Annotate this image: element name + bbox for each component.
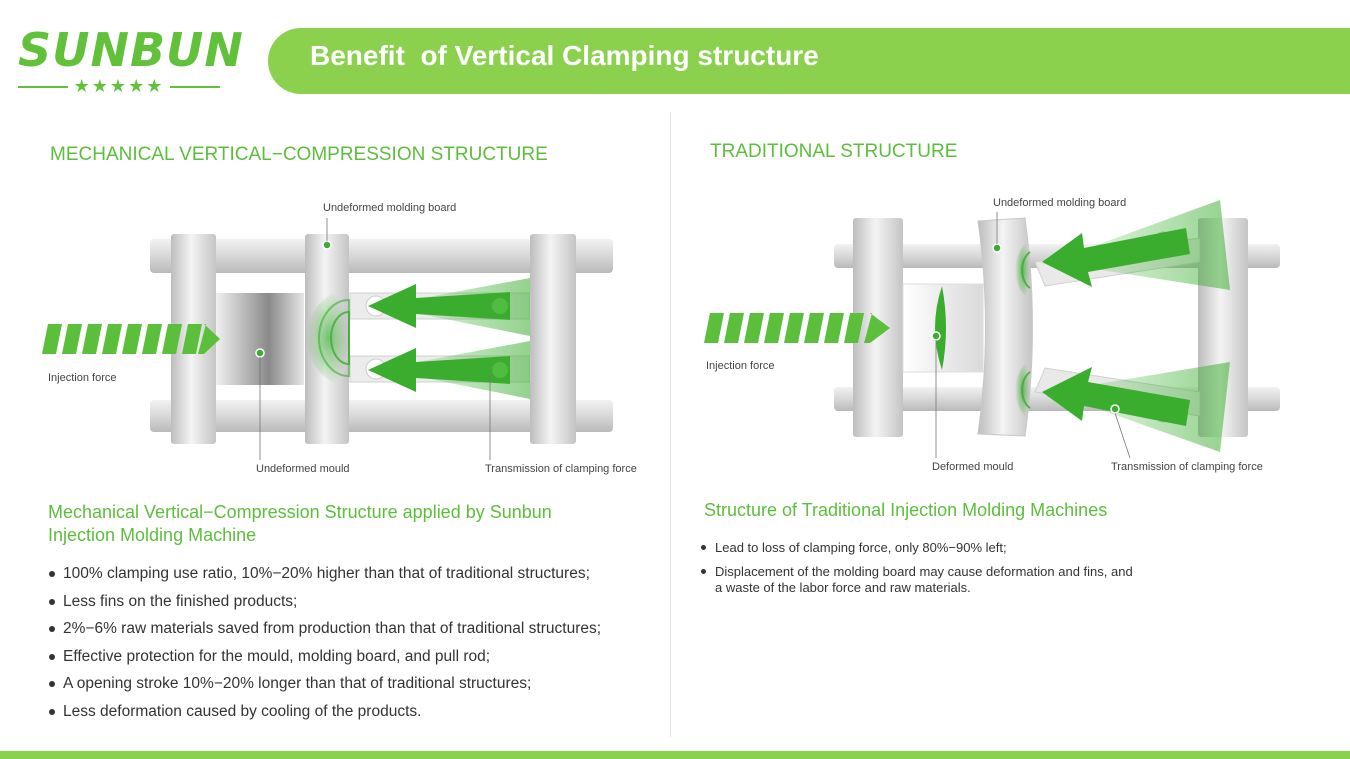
sunbun-logo-wordmark: SUNBUN bbox=[18, 23, 244, 77]
list-item: Displacement of the molding board may ca… bbox=[700, 564, 1140, 596]
page-title: Benefit of Vertical Clamping structure bbox=[310, 40, 819, 71]
list-item: Lead to loss of clamping force, only 80%… bbox=[700, 540, 1140, 556]
list-item: Effective protection for the mould, mold… bbox=[48, 643, 658, 671]
logo-rule-left bbox=[18, 86, 68, 88]
traditional-structure-diagram bbox=[704, 200, 1280, 459]
star-rating-icon: ★★★★★ bbox=[73, 76, 165, 96]
logo-stars-row: ★★★★★ bbox=[18, 74, 220, 98]
list-item: Less deformation caused by cooling of th… bbox=[48, 698, 658, 726]
left-section-heading: MECHANICAL VERTICAL−COMPRESSION STRUCTUR… bbox=[50, 144, 548, 165]
right-label-deformed-mould: Deformed mould bbox=[932, 461, 1014, 473]
right-subheading: Structure of Traditional Injection Moldi… bbox=[704, 500, 1108, 520]
right-drawback-list: Lead to loss of clamping force, only 80%… bbox=[700, 540, 1140, 604]
right-label-injection-force: Injection force bbox=[706, 360, 775, 372]
list-item: 2%−6% raw materials saved from productio… bbox=[48, 615, 658, 643]
left-benefit-list: 100% clamping use ratio, 10%−20% higher … bbox=[48, 560, 658, 726]
right-label-undeformed-board: Undeformed molding board bbox=[993, 197, 1127, 209]
vertical-compression-diagram bbox=[42, 218, 613, 460]
header-banner bbox=[268, 28, 1350, 94]
list-item: Less fins on the finished products; bbox=[48, 588, 658, 616]
column-divider bbox=[670, 112, 671, 737]
list-item: 100% clamping use ratio, 10%−20% higher … bbox=[48, 560, 658, 588]
footer-bar bbox=[0, 751, 1350, 759]
left-subheading: Mechanical Vertical−Compression Structur… bbox=[48, 502, 552, 545]
left-label-injection-force: Injection force bbox=[48, 372, 117, 384]
right-label-transmission: Transmission of clamping force bbox=[1111, 461, 1263, 473]
right-section-heading: TRADITIONAL STRUCTURE bbox=[710, 141, 958, 162]
logo-rule-right bbox=[170, 86, 220, 88]
left-label-transmission: Transmission of clamping force bbox=[485, 463, 637, 475]
left-label-undeformed-mould: Undeformed mould bbox=[256, 463, 350, 475]
left-label-undeformed-board: Undeformed molding board bbox=[323, 202, 457, 214]
list-item: A opening stroke 10%−20% longer than tha… bbox=[48, 670, 658, 698]
